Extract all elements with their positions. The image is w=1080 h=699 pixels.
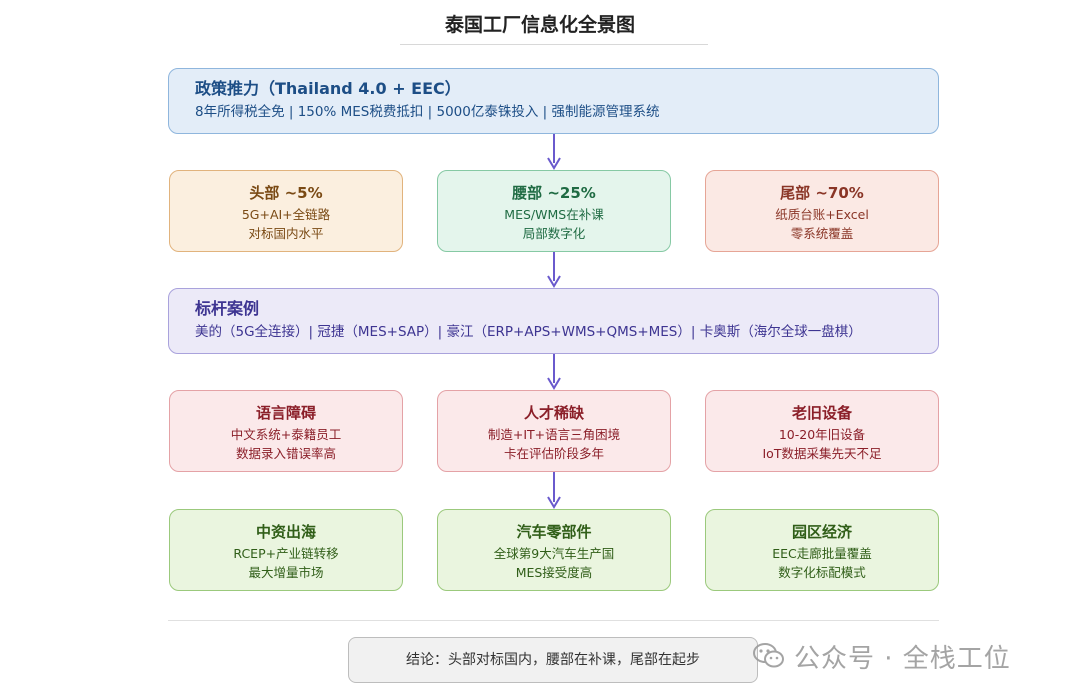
diagram-title: 泰国工厂信息化全景图 <box>444 14 635 36</box>
opportunity-card-auto-parts: 汽车零部件 全球第9大汽车生产国 MES接受度高 <box>437 509 671 591</box>
challenge-line: 数据录入错误率高 <box>235 446 336 461</box>
challenge-line: 卡在评估阶段多年 <box>503 446 604 461</box>
arrow-down-icon <box>547 472 561 509</box>
tier-line: MES/WMS在补课 <box>504 207 604 222</box>
opportunity-heading: 中资出海 <box>255 523 316 541</box>
tier-line: 局部数字化 <box>522 226 586 241</box>
challenge-heading: 语言障碍 <box>255 404 316 422</box>
opportunity-line: 全球第9大汽车生产国 <box>493 546 615 561</box>
arrow-down-icon <box>547 134 561 170</box>
watermark-text: 公众号 · 全栈工位 <box>794 643 1011 674</box>
challenge-line: 中文系统+泰籍员工 <box>230 427 342 442</box>
opportunity-line: 最大增量市场 <box>248 565 324 580</box>
challenge-heading: 人才稀缺 <box>523 404 584 422</box>
tier-top-card: 头部 ~5% 5G+AI+全链路 对标国内水平 <box>169 170 403 252</box>
opportunity-line: MES接受度高 <box>515 565 593 580</box>
opportunity-line: 数字化标配模式 <box>778 565 866 580</box>
tier-line: 零系统覆盖 <box>790 226 854 241</box>
tier-heading: 腰部 ~25% <box>512 184 596 202</box>
challenge-card-talent: 人才稀缺 制造+IT+语言三角困境 卡在评估阶段多年 <box>437 390 671 472</box>
tier-heading: 头部 ~5% <box>249 184 323 202</box>
opportunity-line: EEC走廊批量覆盖 <box>772 546 872 561</box>
tier-line: 对标国内水平 <box>248 226 324 241</box>
challenge-line: IoT数据采集先天不足 <box>762 446 882 461</box>
tier-line: 5G+AI+全链路 <box>241 207 331 222</box>
challenge-heading: 老旧设备 <box>791 404 852 422</box>
arrow-down-icon <box>547 354 561 390</box>
tier-heading: 尾部 ~70% <box>780 184 864 202</box>
challenge-line: 制造+IT+语言三角困境 <box>487 427 621 442</box>
challenge-card-language: 语言障碍 中文系统+泰籍员工 数据录入错误率高 <box>169 390 403 472</box>
opportunity-line: RCEP+产业链转移 <box>233 546 339 561</box>
tier-line: 纸质台账+Excel <box>775 207 869 222</box>
tier-tail-card: 尾部 ~70% 纸质台账+Excel 零系统覆盖 <box>705 170 939 252</box>
policy-box: 政策推力（Thailand 4.0 + EEC） 8年所得税全免 | 150% … <box>168 68 939 134</box>
opportunity-card-industrial-park: 园区经济 EEC走廊批量覆盖 数字化标配模式 <box>705 509 939 591</box>
policy-detail: 8年所得税全免 | 150% MES税费抵扣 | 5000亿泰铢投入 | 强制能… <box>195 104 660 120</box>
opportunity-heading: 汽车零部件 <box>516 523 592 541</box>
watermark: 公众号 · 全栈工位 <box>752 638 1011 674</box>
arrow-down-icon <box>547 252 561 288</box>
challenge-line: 10-20年旧设备 <box>778 427 866 442</box>
opportunity-card-overseas: 中资出海 RCEP+产业链转移 最大增量市场 <box>169 509 403 591</box>
challenge-card-equipment: 老旧设备 10-20年旧设备 IoT数据采集先天不足 <box>705 390 939 472</box>
policy-heading: 政策推力（Thailand 4.0 + EEC） <box>195 79 461 98</box>
wechat-icon <box>753 643 784 668</box>
conclusion-box: 结论：头部对标国内，腰部在补课，尾部在起步 <box>348 637 758 683</box>
benchmark-heading: 标杆案例 <box>195 299 260 318</box>
divider <box>168 620 939 621</box>
title-divider <box>400 44 708 45</box>
tier-middle-card: 腰部 ~25% MES/WMS在补课 局部数字化 <box>437 170 671 252</box>
benchmark-box: 标杆案例 美的（5G全连接）| 冠捷（MES+SAP）| 豪江（ERP+APS+… <box>168 288 939 354</box>
opportunity-heading: 园区经济 <box>791 523 852 541</box>
benchmark-detail: 美的（5G全连接）| 冠捷（MES+SAP）| 豪江（ERP+APS+WMS+Q… <box>195 324 862 340</box>
